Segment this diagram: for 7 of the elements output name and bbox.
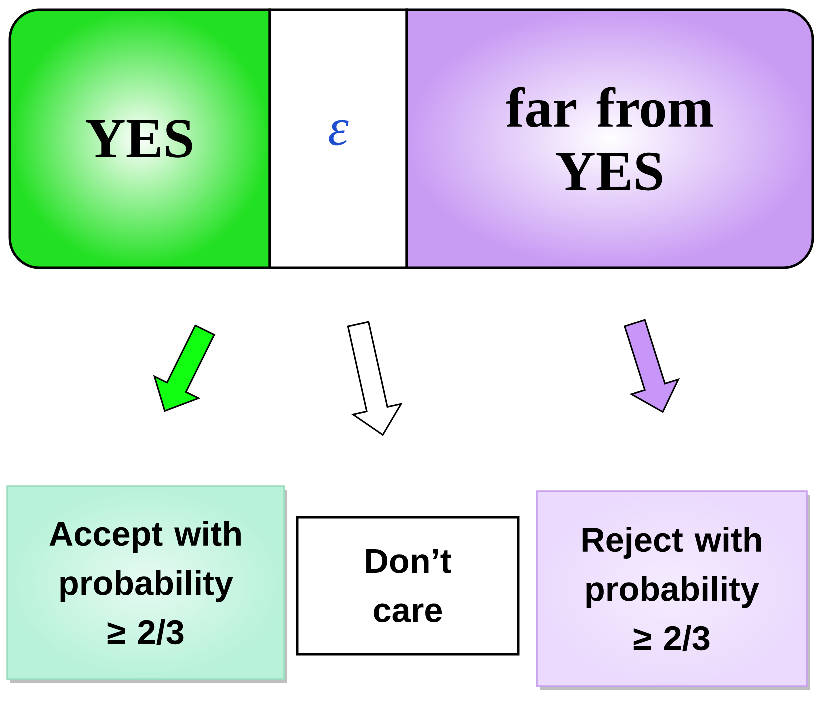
region-box: far from YES	[406, 8, 814, 270]
outcome-box: Reject with probability ≥ 2/3	[536, 490, 810, 690]
margin-box: ε	[268, 8, 408, 270]
outcome-box: Accept with probability ≥ 2/3	[6, 486, 288, 684]
block-arrow	[347, 321, 403, 436]
outcome-box: Don’t care	[296, 516, 520, 656]
block-arrow	[153, 324, 216, 412]
